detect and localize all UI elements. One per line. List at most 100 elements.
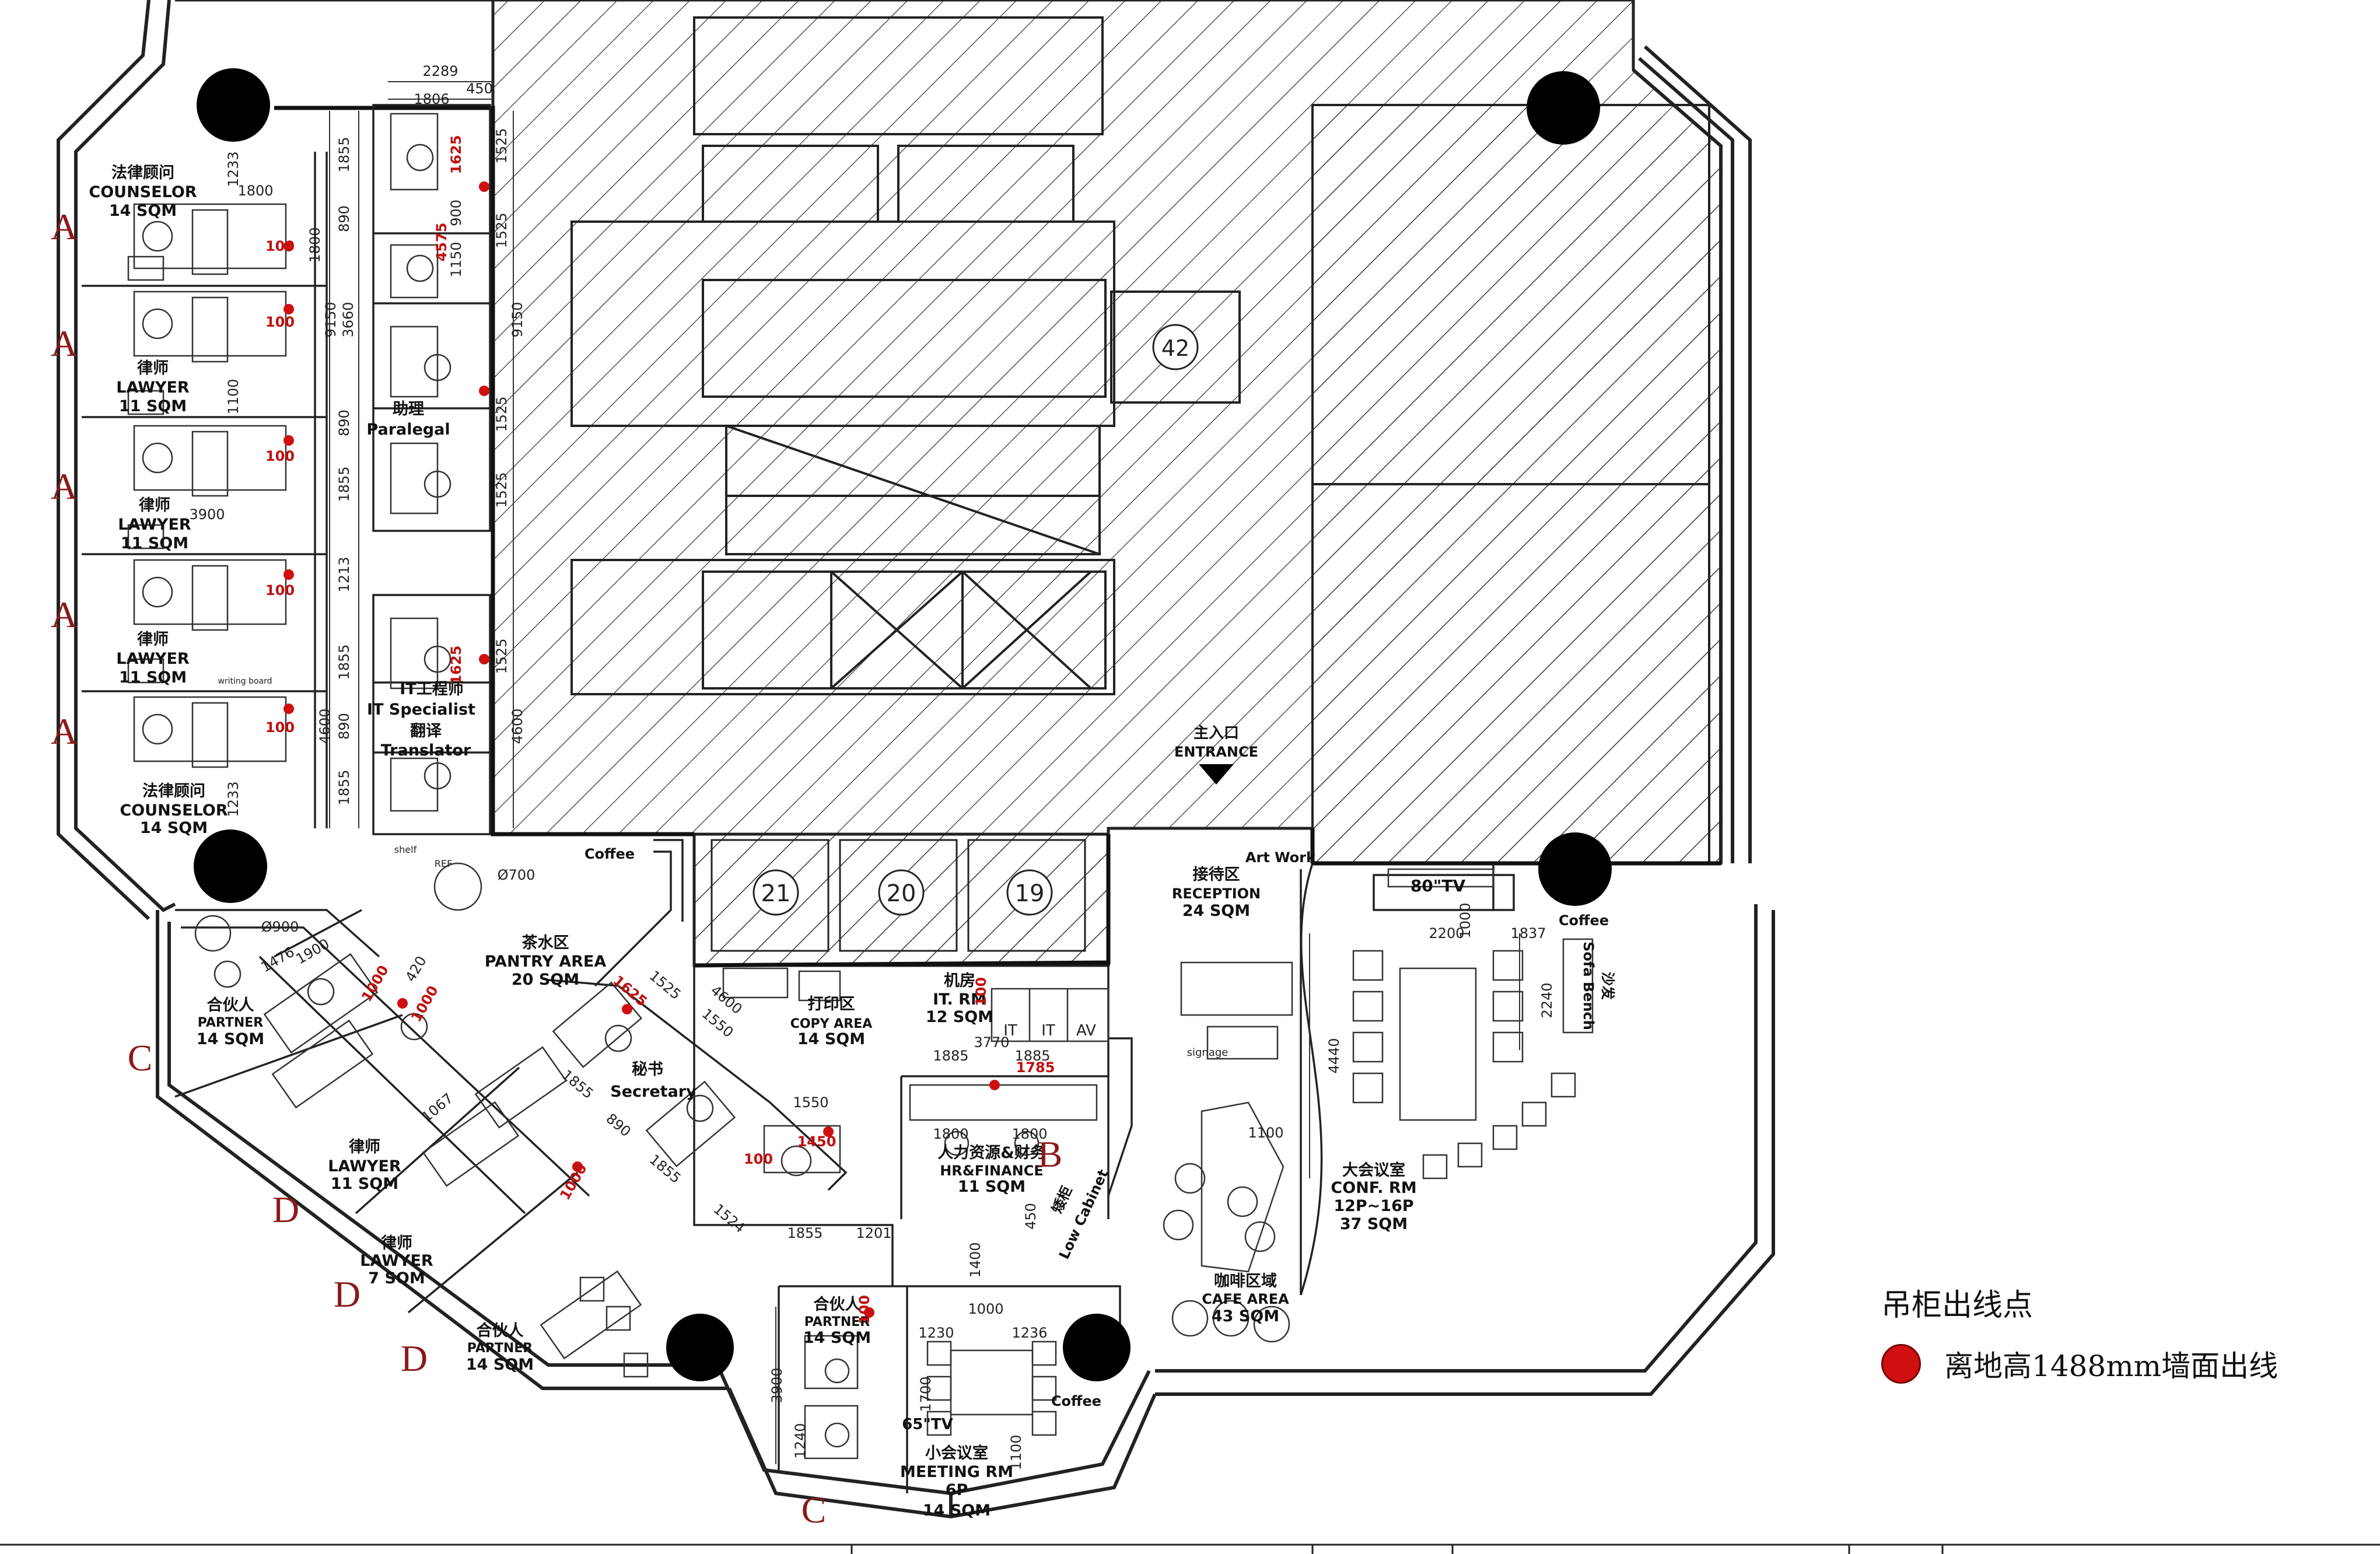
dim: 1233: [225, 151, 242, 187]
lawyer-1-area: 11 SQM: [119, 397, 187, 415]
outlet-point: [397, 998, 408, 1009]
dim: 1240: [792, 1423, 808, 1458]
lawyer-4-cn: 律师: [349, 1138, 380, 1156]
outlet-point: [479, 654, 489, 664]
title-block: [0, 1544, 2380, 1554]
paralegal-cn: 助理: [393, 400, 424, 418]
dim: 3900: [769, 1367, 785, 1403]
outlet-point: [864, 1307, 874, 1318]
red-dim: 1000: [408, 983, 442, 1025]
column: [197, 68, 270, 142]
red-dim: 100: [265, 314, 295, 330]
conf-room-en: CONF. RM: [1331, 1179, 1416, 1197]
marker-a-3: A: [51, 466, 78, 507]
outlet-point: [989, 1080, 1000, 1090]
lawyer-2-en: LAWYER: [118, 516, 191, 534]
interior-walls: [274, 106, 1721, 968]
dim: 1067: [418, 1090, 456, 1126]
red-dim: 100: [744, 1151, 773, 1167]
red-dim: 100: [265, 448, 295, 464]
dim: 1230: [918, 1325, 954, 1341]
coffee-label-reception: Coffee: [1559, 912, 1609, 929]
dim: 1525: [494, 212, 510, 248]
lift-19-label: 19: [1015, 880, 1045, 907]
outlet-point: [572, 1161, 583, 1172]
counselor-bottom-cn: 法律顾问: [142, 782, 205, 800]
conf-room-area: 37 SQM: [1340, 1215, 1408, 1233]
legend-item: 离地高1488mm墙面出线: [1881, 1340, 2278, 1387]
marker-c-2: C: [802, 1489, 827, 1531]
dim: 3660: [340, 302, 356, 337]
dim: 2200: [1429, 925, 1464, 942]
dim: 2289: [422, 63, 458, 79]
marker-a-1: A: [51, 206, 78, 247]
dim: 1213: [336, 556, 352, 592]
ref-label: REF: [435, 858, 452, 869]
pantry-cn: 茶水区: [522, 934, 569, 952]
dim: 1201: [856, 1225, 891, 1241]
dim: 1100: [1248, 1125, 1283, 1141]
dim: 1855: [336, 769, 352, 805]
dim: 890: [336, 713, 352, 740]
furniture: [127, 113, 1594, 1460]
it-room-area: 12 SQM: [926, 1008, 993, 1026]
dim: 4440: [1326, 1038, 1342, 1073]
counselor-top-en: COUNSELOR: [89, 183, 197, 201]
dim: 1900: [293, 936, 332, 968]
it-rack-1-label: IT: [1003, 1022, 1017, 1040]
lawyer-3-en: LAWYER: [116, 650, 190, 668]
conf-room-cn: 大会议室: [1342, 1161, 1405, 1180]
low-cabinet-cn-label: 矮柜: [1049, 1184, 1076, 1216]
counselor-top-cn: 法律顾问: [111, 164, 174, 182]
hr-finance-area: 11 SQM: [958, 1178, 1026, 1196]
column: [1527, 71, 1600, 145]
lawyer-5-en: LAWYER: [360, 1252, 433, 1270]
it-rack-2-label: IT: [1041, 1022, 1055, 1040]
column: [194, 830, 267, 903]
red-dim: 100: [265, 582, 295, 598]
column: [666, 1314, 734, 1381]
outlet-point: [284, 241, 294, 251]
red-dim: 100: [265, 719, 295, 736]
dim: 9150: [323, 302, 339, 337]
dim: 1525: [494, 638, 510, 674]
dim: 1800: [307, 227, 323, 262]
marker-b: B: [1038, 1133, 1063, 1175]
outlet-point: [284, 569, 294, 580]
dim: 1855: [336, 644, 352, 680]
red-dim: 100: [973, 977, 989, 1006]
copy-area-en: COPY AREA: [790, 1017, 873, 1031]
hr-finance-en: HR&FINANCE: [940, 1163, 1044, 1179]
red-dim: 100: [856, 1295, 873, 1324]
it-room-en: IT. RM: [933, 991, 986, 1009]
dim: 1855: [646, 1152, 684, 1187]
counselor-bottom-area: 14 SQM: [140, 819, 208, 837]
dim: 1000: [1457, 902, 1474, 938]
pantry-area: 20 SQM: [512, 971, 579, 989]
outlet-point: [479, 181, 489, 192]
dim: 1525: [494, 128, 510, 163]
entrance-arrow-icon: [1199, 764, 1234, 785]
translator-en: Translator: [381, 741, 471, 760]
partner-left-en: PARTNER: [198, 1016, 264, 1030]
lawyer-3-cn: 律师: [137, 631, 169, 649]
coffee-label-pantry: Coffee: [584, 846, 635, 862]
art-work-label: Art Work: [1245, 849, 1316, 866]
it-specialist-en: IT Specialist: [367, 701, 475, 719]
it-specialist-cn: IT工程师: [400, 680, 463, 698]
it-room-cn: 机房: [944, 972, 975, 990]
dim: 1524: [710, 1201, 748, 1237]
lawyer-4-en: LAWYER: [328, 1157, 401, 1175]
marker-a-4: A: [51, 594, 78, 635]
paralegal-en: Paralegal: [366, 421, 450, 439]
section-markers: A A A A A B C D D D C: [51, 206, 1062, 1531]
av-rack-label: AV: [1076, 1022, 1096, 1040]
dim: 3770: [974, 1034, 1009, 1051]
partner-bottom-area: 14 SQM: [466, 1356, 534, 1374]
dim: Ø900: [261, 919, 299, 935]
dim: 900: [448, 200, 464, 226]
red-dim: 4575: [433, 223, 450, 262]
lift-21-label: 21: [761, 880, 791, 907]
dim: 1837: [1510, 925, 1546, 942]
